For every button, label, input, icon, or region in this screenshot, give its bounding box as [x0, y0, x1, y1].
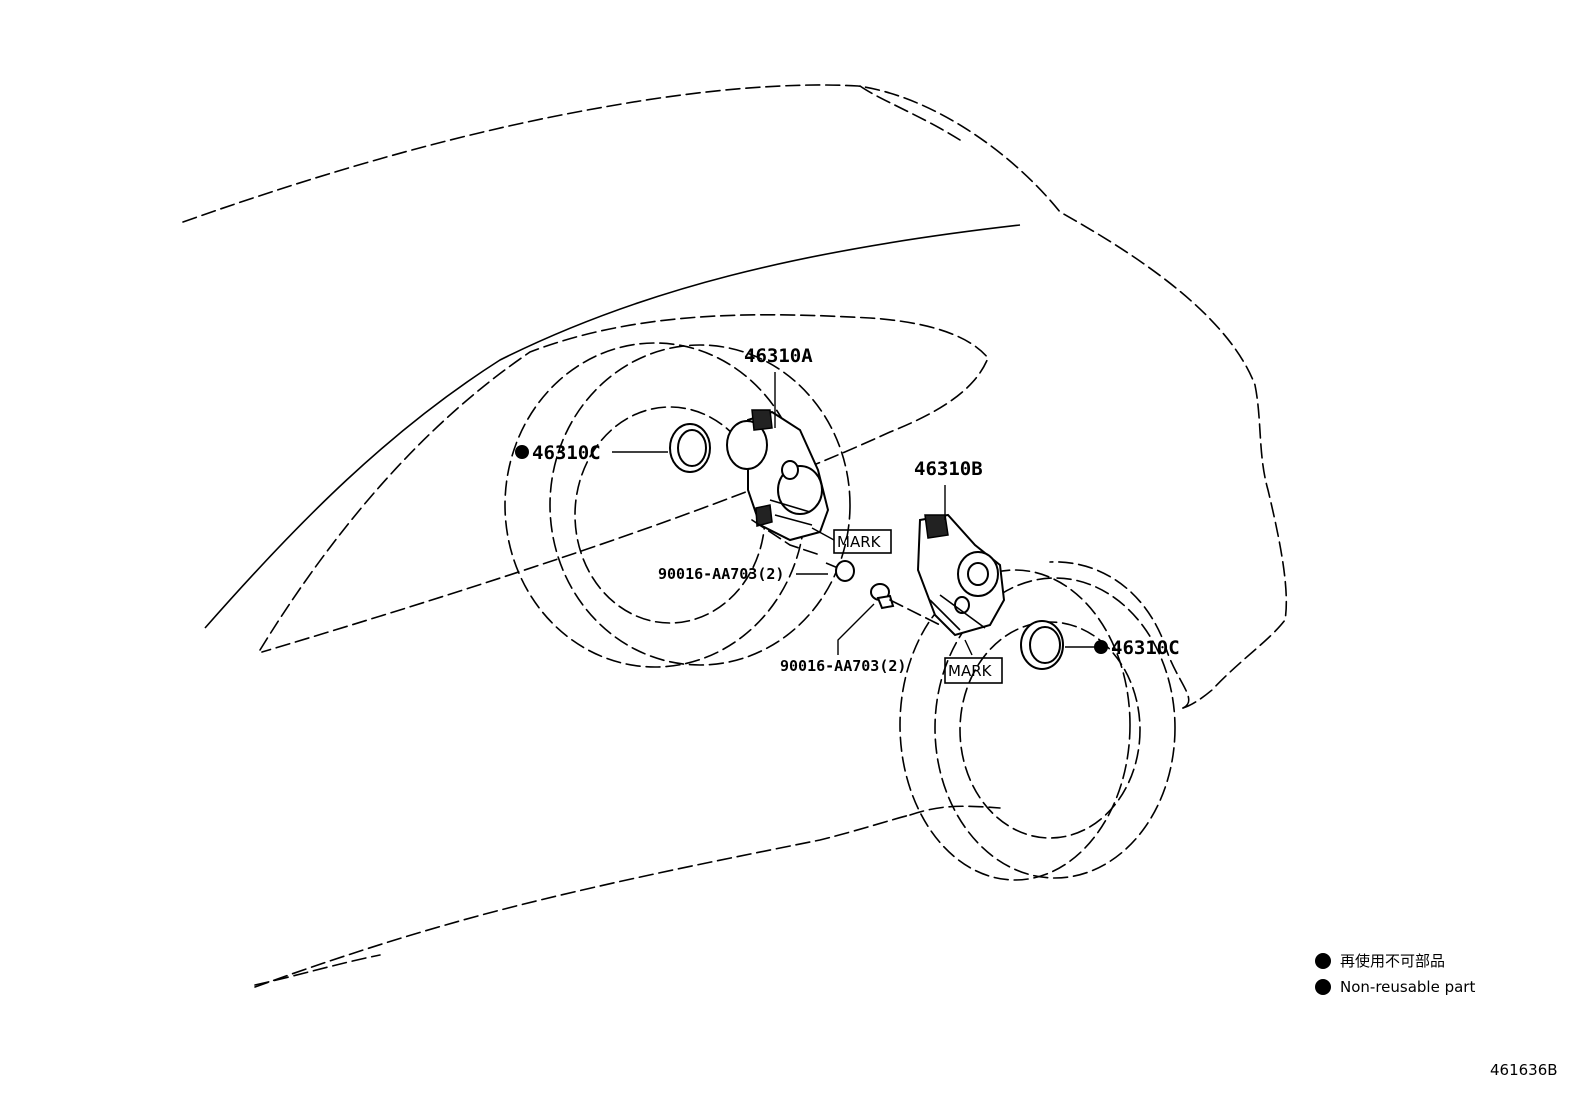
mark-box-upper: MARK [833, 529, 892, 554]
bolt-lower-drawing [870, 583, 895, 610]
leader-lines [612, 372, 1095, 656]
mark-label-lower: MARK [948, 662, 993, 680]
seal-ring-left [669, 423, 711, 473]
label-bolt-upper: 90016-AA703(2) [658, 565, 784, 583]
figure-code: 461636B [1490, 1061, 1558, 1079]
legend-circle-icon-en [1315, 979, 1331, 995]
actuator-a-drawing [726, 409, 830, 542]
label-46310b: 46310B [914, 458, 983, 480]
label-46310c-left: 46310C [532, 442, 601, 464]
legend-text-jp: 再使用不可部品 [1340, 952, 1445, 970]
non-reusable-icon-right [1094, 640, 1108, 654]
legend: 再使用不可部品 Non-reusable part [1315, 952, 1475, 996]
label-46310c-right: 46310C [1111, 637, 1180, 659]
vehicle-outline [182, 84, 1288, 988]
actuator-b-drawing [916, 513, 1006, 637]
label-46310a: 46310A [744, 345, 813, 367]
label-bolt-lower: 90016-AA703(2) [780, 657, 906, 675]
non-reusable-icon-left [515, 445, 529, 459]
mark-box-lower: MARK [944, 657, 1003, 684]
legend-circle-icon-jp [1315, 953, 1331, 969]
bolt-upper-drawing [825, 560, 855, 582]
legend-text-en: Non-reusable part [1340, 978, 1475, 996]
mark-label-upper: MARK [837, 533, 882, 551]
seal-ring-right [1020, 620, 1064, 670]
